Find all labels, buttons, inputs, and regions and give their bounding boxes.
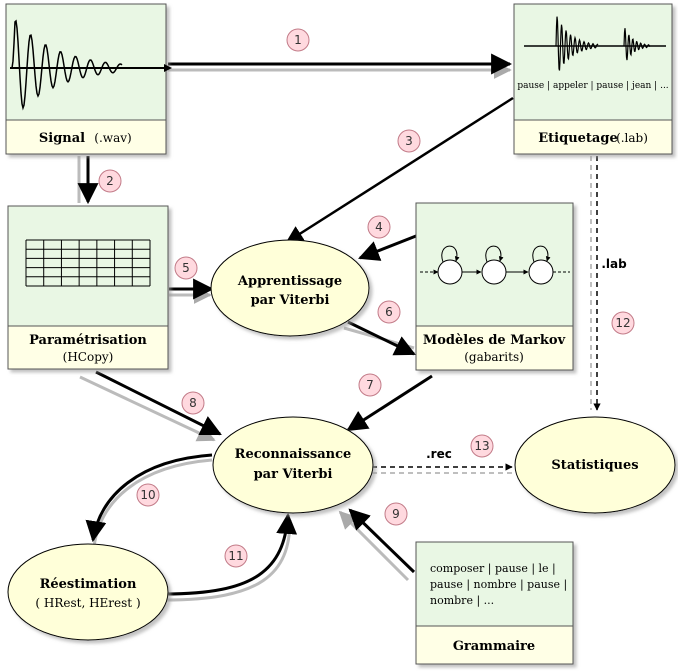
arrow-8	[95, 370, 222, 436]
parametrisation-title: Paramétrisation	[29, 333, 147, 348]
signal-box: Signal (.wav)	[5, 3, 172, 155]
etiquetage-title: Etiquetage	[538, 131, 617, 146]
badge-13: 13	[470, 434, 494, 458]
badge-9: 9	[384, 502, 408, 526]
svg-text:6: 6	[385, 305, 393, 319]
reestimation-line1: Réestimation	[40, 577, 137, 592]
arrow-7	[346, 374, 433, 432]
arrow-9	[348, 508, 416, 574]
feature-grid-icon	[25, 239, 151, 287]
arrow-3	[285, 96, 514, 244]
grammaire-line-3: nombre | ...	[430, 594, 494, 608]
apprentissage-line2: par Viterbi	[251, 293, 330, 308]
grammaire-title: Grammaire	[453, 639, 535, 654]
signal-title: Signal	[39, 131, 85, 146]
etiquetage-sub: (.lab)	[616, 131, 648, 145]
badge-6: 6	[377, 300, 401, 324]
svg-text:1: 1	[294, 33, 302, 47]
reestimation-node: Réestimation ( HRest, HErest )	[7, 543, 169, 641]
apprentissage-node: Apprentissage par Viterbi	[210, 239, 370, 337]
badge-5: 5	[174, 256, 198, 280]
etiquetage-box: pause | appeler | pause | jean | ... Eti…	[513, 3, 673, 155]
edge-label-lab: .lab	[601, 257, 627, 271]
hmm-states-icon	[420, 245, 570, 285]
svg-text:9: 9	[392, 507, 400, 521]
svg-text:4: 4	[375, 220, 383, 234]
reestimation-line2: ( HRest, HErest )	[35, 596, 140, 610]
svg-text:3: 3	[405, 134, 413, 148]
svg-text:8: 8	[189, 396, 197, 410]
badge-4: 4	[367, 215, 391, 239]
arrow-4	[358, 234, 417, 261]
statistiques-label: Statistiques	[551, 458, 638, 473]
arrow-8-shadow	[79, 375, 216, 442]
badge-2: 2	[98, 169, 122, 193]
signal-waveform-icon	[10, 19, 172, 111]
badge-7: 7	[358, 373, 382, 397]
markov-sub: (gabarits)	[464, 350, 524, 364]
svg-text:7: 7	[366, 378, 374, 392]
arrow-11-shadow	[164, 519, 292, 602]
markov-title: Modèles de Markov	[423, 333, 566, 348]
svg-text:5: 5	[182, 261, 190, 275]
grammaire-line-2: pause | nombre | pause |	[430, 578, 567, 592]
reconnaissance-line1: Reconnaissance	[235, 447, 352, 462]
badge-3: 3	[397, 129, 421, 153]
arrows	[77, 53, 601, 602]
badge-1: 1	[286, 28, 310, 52]
reconnaissance-line2: par Viterbi	[254, 467, 333, 482]
reconnaissance-node: Reconnaissance par Viterbi	[212, 416, 374, 514]
arrow-11	[164, 512, 298, 596]
edge-label-rec: .rec	[426, 447, 452, 461]
parametrisation-box: Paramétrisation (HCopy)	[7, 205, 169, 370]
grammaire-line-1: composer | pause | le |	[430, 562, 556, 576]
svg-text:12: 12	[615, 316, 630, 330]
apprentissage-line1: Apprentissage	[237, 274, 342, 289]
arrow-10	[85, 453, 213, 543]
svg-text:10: 10	[140, 488, 155, 502]
statistiques-node: Statistiques	[514, 416, 676, 514]
badges: 1 2 3 4 5 6 7 8 9 10 11 12 13	[98, 28, 635, 568]
svg-text:11: 11	[228, 549, 243, 563]
svg-text:2: 2	[106, 174, 114, 188]
etiquetage-caption: pause | appeler | pause | jean | ...	[517, 81, 668, 91]
badge-12: 12	[611, 311, 635, 335]
svg-text:13: 13	[474, 439, 489, 453]
markov-box: Modèles de Markov (gabarits)	[415, 202, 574, 371]
badge-8: 8	[181, 391, 205, 415]
badge-11: 11	[224, 544, 248, 568]
signal-sub: (.wav)	[94, 131, 131, 145]
grammaire-box: composer | pause | le | pause | nombre |…	[415, 541, 574, 665]
arrow-6	[347, 320, 416, 356]
labeled-waveform-icon	[524, 16, 666, 71]
badge-10: 10	[136, 483, 160, 507]
parametrisation-sub: (HCopy)	[63, 350, 114, 364]
